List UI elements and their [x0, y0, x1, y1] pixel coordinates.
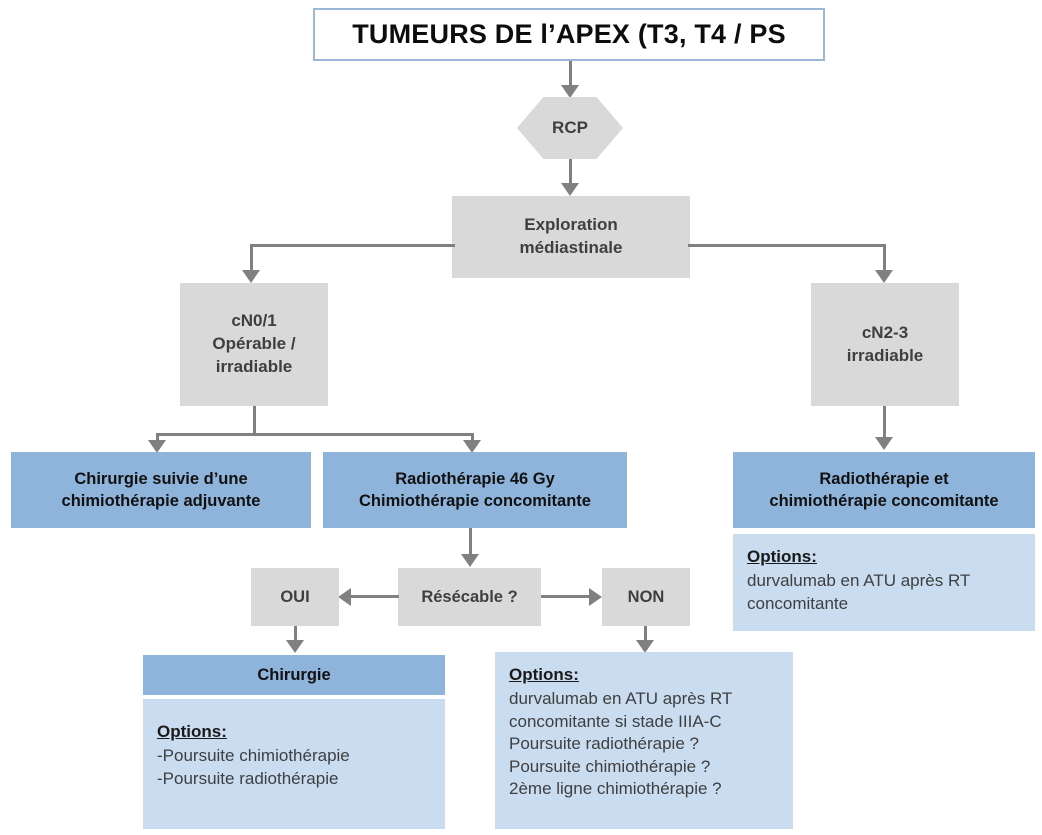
node-radiotherapie-46gy: Radiothérapie 46 Gy Chimiothérapie conco… [323, 452, 627, 528]
arrowhead-non-to-options [636, 640, 654, 653]
node-cn23-line2: irradiable [846, 345, 924, 365]
arrowhead-resecable-to-oui [338, 588, 351, 606]
connector-cn23-to-radiochimio [883, 406, 886, 440]
node-cn01: cN0/1 Opérable / irradiable [180, 283, 328, 406]
connector-exploration-to-cn23 [883, 244, 886, 272]
connector-oui-to-chirurgie [294, 626, 297, 648]
options-panel-non: Options: durvalumab en ATU après RT conc… [495, 652, 793, 829]
arrowhead-cn01-to-chirurgie-adj [148, 440, 166, 453]
arrowhead-cn23-to-radiochimio [875, 437, 893, 450]
arrowhead-oui-to-chirurgie [286, 640, 304, 653]
node-cn01-line2: Opérable / [212, 334, 296, 354]
node-exploration-line1: Exploration [524, 215, 618, 235]
node-non-label: NON [627, 587, 665, 606]
node-rcp-label: RCP [552, 118, 588, 137]
node-cn23-line1: cN2-3 [861, 322, 909, 342]
connector-title-to-rcp [569, 61, 572, 87]
node-chirurgie-adj-line1: Chirurgie suivie d’une [74, 469, 248, 488]
node-oui: OUI [251, 568, 339, 626]
node-non: NON [602, 568, 690, 626]
node-radio46-line2: Chimiothérapie concomitante [359, 492, 591, 510]
options-line: Poursuite chimiothérapie ? [509, 756, 711, 776]
node-radiochimio-line1: Radiothérapie et [819, 469, 949, 488]
options-heading: Options: [747, 547, 817, 566]
node-chirurgie: Chirurgie [143, 655, 445, 695]
arrowhead-cn01-to-radio46 [463, 440, 481, 453]
node-resecable-label: Résécable ? [421, 587, 518, 606]
diagram-title: TUMEURS DE l’APEX (T3, T4 / PS [313, 8, 825, 61]
node-radiochimio-concomitante: Radiothérapie et chimiothérapie concomit… [733, 452, 1035, 528]
connector-radio46-to-resecable [469, 528, 472, 556]
options-heading: Options: [157, 722, 227, 741]
connector-cn01-bus [156, 433, 474, 436]
node-cn01-line1: cN0/1 [231, 311, 277, 331]
connector-resecable-to-oui [351, 595, 399, 598]
options-line: concomitante si stade IIIA-C [509, 711, 722, 731]
connector-resecable-to-non [541, 595, 589, 598]
options-line: -Poursuite radiothérapie [157, 768, 339, 788]
node-chirurgie-label: Chirurgie [257, 665, 331, 684]
options-panel-chirurgie: Options: -Poursuite chimiothérapie -Pour… [143, 699, 445, 829]
node-chirurgie-adjuvante: Chirurgie suivie d’une chimiothérapie ad… [11, 452, 311, 528]
node-exploration-mediastinale: Exploration médiastinale [452, 196, 690, 278]
arrowhead-radio46-to-resecable [461, 554, 479, 567]
options-line: -Poursuite chimiothérapie [157, 746, 350, 766]
connector-exploration-right-bus [688, 244, 886, 247]
connector-cn01-to-radio46 [471, 433, 474, 446]
arrowhead-exploration-to-cn01 [242, 270, 260, 283]
arrowhead-rcp-to-exploration [561, 183, 579, 196]
options-line: durvalumab en ATU après RT [747, 571, 971, 591]
options-line: 2ème ligne chimiothérapie ? [509, 779, 722, 799]
options-line: concomitante [747, 593, 849, 613]
connector-cn01-to-chirurgie-adj [156, 433, 159, 446]
node-radiochimio-line2: chimiothérapie concomitante [769, 492, 999, 510]
connector-exploration-to-cn01 [250, 244, 253, 272]
node-rcp: RCP [517, 97, 623, 159]
arrowhead-title-to-rcp [561, 85, 579, 98]
options-panel-radiochimio: Options: durvalumab en ATU après RT conc… [733, 534, 1035, 631]
node-chirurgie-adj-line2: chimiothérapie adjuvante [61, 492, 261, 510]
connector-non-to-options [644, 626, 647, 648]
node-resecable-decision: Résécable ? [398, 568, 541, 626]
options-heading: Options: [509, 665, 579, 684]
connector-cn01-stem [253, 406, 256, 436]
connector-exploration-left-bus [250, 244, 455, 247]
arrowhead-exploration-to-cn23 [875, 270, 893, 283]
connector-rcp-to-exploration [569, 159, 572, 185]
node-exploration-line2: médiastinale [519, 238, 623, 257]
node-radio46-line1: Radiothérapie 46 Gy [395, 469, 555, 488]
arrowhead-resecable-to-non [589, 588, 602, 606]
node-cn01-line3: irradiable [215, 356, 293, 376]
options-line: durvalumab en ATU après RT [509, 689, 733, 709]
node-cn23: cN2-3 irradiable [811, 283, 959, 406]
options-line: Poursuite radiothérapie ? [509, 734, 699, 754]
node-oui-label: OUI [280, 587, 310, 606]
